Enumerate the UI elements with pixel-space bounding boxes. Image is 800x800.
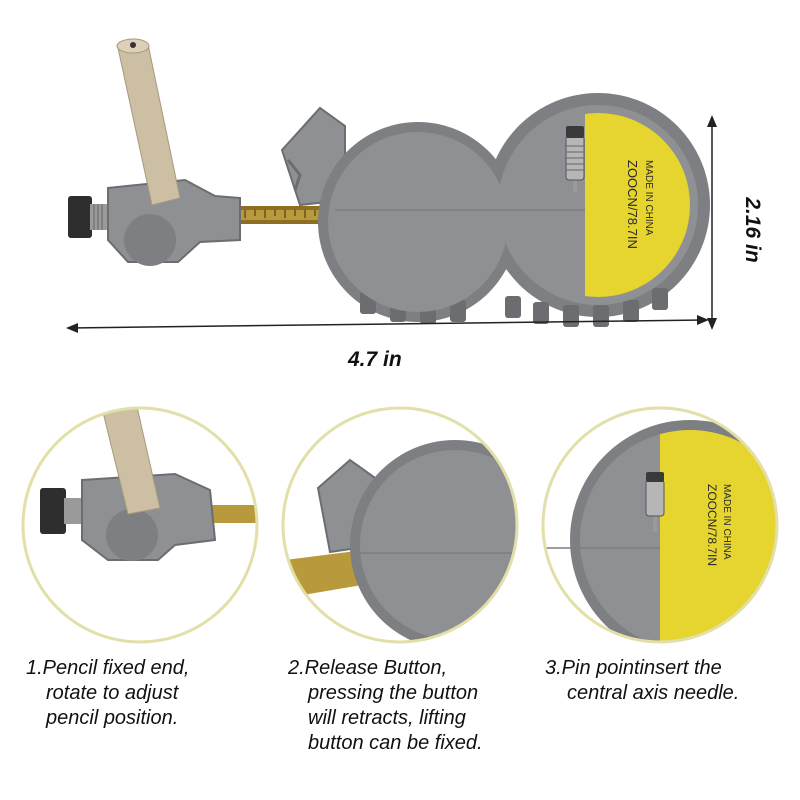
detail-circle-center-pin: ZOOCN/78.7IN MADE IN CHINA bbox=[541, 406, 779, 644]
height-dimension-arrow bbox=[707, 115, 717, 330]
dial-body: ZOOCN/78.7IN MADE IN CHINA bbox=[318, 93, 710, 327]
pencil-holder bbox=[68, 178, 241, 266]
caption-line: central axis needle. bbox=[567, 682, 740, 704]
detail-circle-release-button bbox=[281, 406, 519, 644]
caption-center-pin: 3.Pin pointinsert the central axis needl… bbox=[545, 656, 739, 706]
caption-release-button: 2.Release Button, pressing the button wi… bbox=[288, 656, 483, 756]
caption-line: pressing the button bbox=[308, 682, 479, 704]
caption-line: 3.Pin pointinsert the bbox=[545, 657, 722, 679]
dial-detail-text-line2: MADE IN CHINA bbox=[721, 484, 732, 560]
caption-line: button can be fixed. bbox=[308, 732, 483, 754]
dial-text-line2: MADE IN CHINA bbox=[643, 160, 654, 236]
dial-text-line1: ZOOCN/78.7IN bbox=[625, 160, 640, 249]
caption-pencil-end: 1.Pencil fixed end, rotate to adjust pen… bbox=[26, 656, 189, 731]
pencil bbox=[116, 38, 181, 206]
width-label: 4.7 in bbox=[348, 348, 402, 371]
caption-line: will retracts, lifting bbox=[308, 707, 466, 729]
caption-line: pencil position. bbox=[46, 707, 179, 729]
dial-detail-text-line1: ZOOCN/78.7IN bbox=[705, 484, 719, 566]
compass-full-view: ZOOCN/78.7IN MADE IN CHINA bbox=[68, 38, 710, 327]
dial-label bbox=[585, 113, 690, 297]
caption-line: 1.Pencil fixed end, bbox=[26, 657, 190, 679]
width-dimension-arrow bbox=[66, 315, 709, 333]
center-pin bbox=[565, 126, 585, 192]
detail-circle-pencil-end bbox=[21, 406, 259, 644]
height-label: 2.16 in bbox=[741, 197, 764, 263]
caption-line: rotate to adjust bbox=[46, 682, 179, 704]
caption-line: 2.Release Button, bbox=[288, 657, 447, 679]
